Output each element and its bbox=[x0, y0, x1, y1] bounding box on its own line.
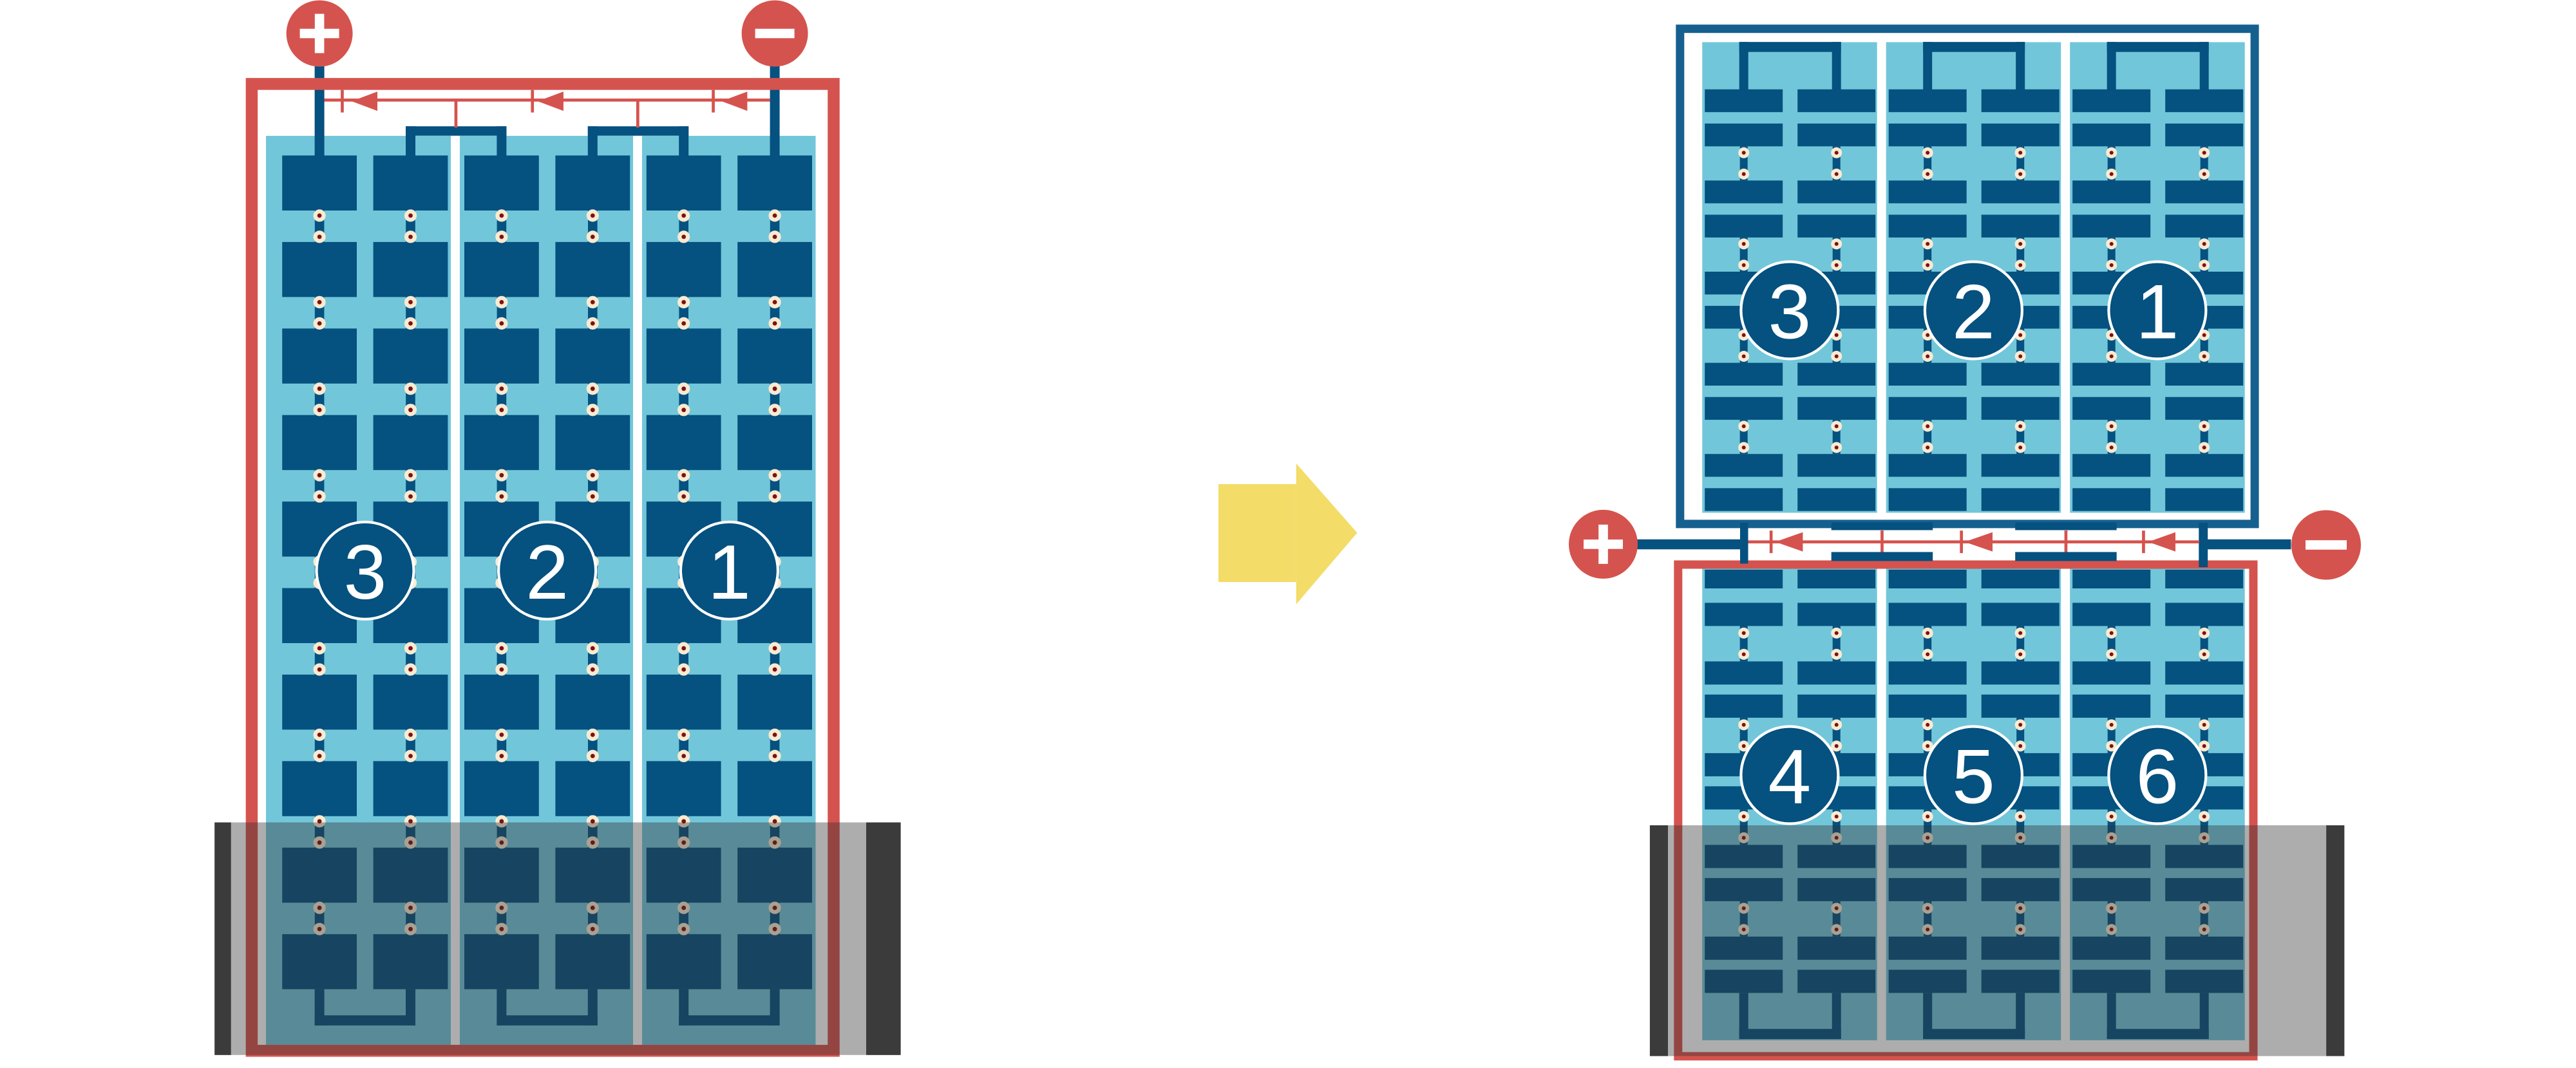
svg-text:3: 3 bbox=[1768, 269, 1812, 355]
svg-text:2: 2 bbox=[526, 529, 569, 615]
svg-text:3: 3 bbox=[344, 529, 387, 615]
svg-text:1: 1 bbox=[2136, 269, 2179, 355]
svg-text:5: 5 bbox=[1952, 734, 1995, 820]
svg-text:1: 1 bbox=[708, 529, 751, 615]
svg-text:4: 4 bbox=[1768, 734, 1812, 820]
svg-text:6: 6 bbox=[2136, 734, 2179, 820]
svg-text:2: 2 bbox=[1952, 269, 1995, 355]
